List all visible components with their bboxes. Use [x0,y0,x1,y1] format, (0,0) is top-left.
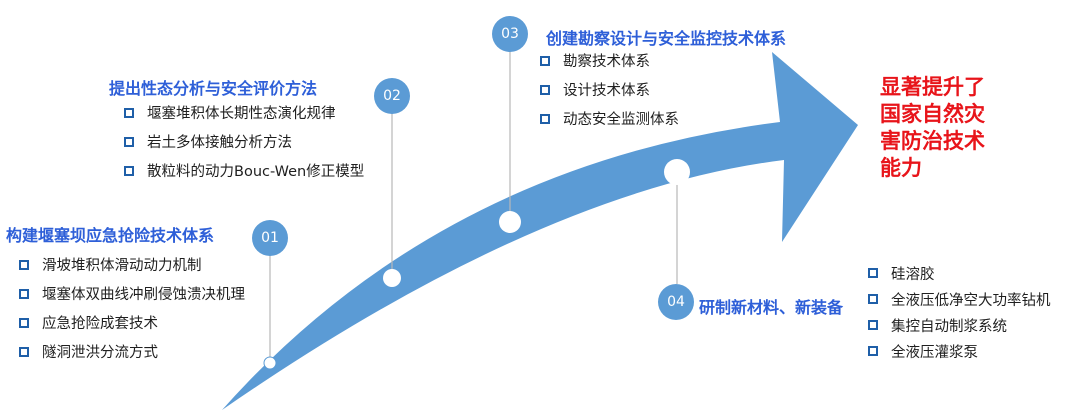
stage-dot-01 [263,356,277,370]
list-item: 硅溶胶 [868,260,1051,286]
square-bullet-icon [19,259,29,270]
list-item: 应急抢险成套技术 [19,308,245,337]
square-bullet-icon [540,84,550,95]
result-line-3: 害防治技术 [880,129,985,153]
square-bullet-icon [19,317,29,328]
square-bullet-icon [124,165,134,176]
stage-list-02: 堰塞堆积体长期性态演化规律 岩土多体接触分析方法 散粒料的动力Bouc-Wen修… [124,98,364,185]
list-item: 堰塞堆积体长期性态演化规律 [124,98,364,127]
list-item: 滑坡堆积体滑动动力机制 [19,250,245,279]
list-item: 堰塞体双曲线冲刷侵蚀溃决机理 [19,279,245,308]
list-item: 散粒料的动力Bouc-Wen修正模型 [124,156,364,185]
result-line-2: 国家自然灾 [880,102,985,126]
list-item: 勘察技术体系 [540,46,679,75]
list-item: 设计技术体系 [540,75,679,104]
list-item: 动态安全监测体系 [540,104,679,133]
square-bullet-icon [124,107,134,118]
stage-dot-02 [383,269,401,287]
stage-title-03: 创建勘察设计与安全监控技术体系 [546,29,787,48]
square-bullet-icon [868,268,878,278]
stage-title-04: 研制新材料、新装备 [699,298,844,317]
square-bullet-icon [19,288,29,299]
stage-number-badge-01: 01 [252,220,288,256]
stage-dot-04 [664,159,690,185]
list-item: 全液压灌浆泵 [868,338,1051,364]
list-item: 岩土多体接触分析方法 [124,127,364,156]
stage-title-01: 构建堰塞坝应急抢险技术体系 [6,226,215,245]
square-bullet-icon [868,294,878,304]
stage-number-badge-04: 04 [658,284,694,320]
square-bullet-icon [19,346,29,357]
list-item: 集控自动制浆系统 [868,312,1051,338]
square-bullet-icon [540,55,550,66]
progress-arrow [222,52,858,410]
stage-number-badge-02: 02 [374,78,410,114]
stage-number-badge-03: 03 [492,16,528,52]
result-statement: 显著提升了 国家自然灾 害防治技术 能力 [880,74,1010,182]
list-item: 隧洞泄洪分流方式 [19,337,245,366]
stage-list-01: 滑坡堆积体滑动动力机制 堰塞体双曲线冲刷侵蚀溃决机理 应急抢险成套技术 隧洞泄洪… [19,250,245,366]
square-bullet-icon [868,320,878,330]
stage-dot-03 [499,211,521,233]
square-bullet-icon [124,136,134,147]
stage-title-02: 提出性态分析与安全评价方法 [109,79,318,98]
square-bullet-icon [540,113,550,124]
result-line-1: 显著提升了 [880,75,985,99]
result-line-4: 能力 [880,156,922,180]
list-item: 全液压低净空大功率钻机 [868,286,1051,312]
stage-list-04: 硅溶胶 全液压低净空大功率钻机 集控自动制浆系统 全液压灌浆泵 [868,260,1051,364]
stage-list-03: 勘察技术体系 设计技术体系 动态安全监测体系 [540,46,679,133]
square-bullet-icon [868,346,878,356]
